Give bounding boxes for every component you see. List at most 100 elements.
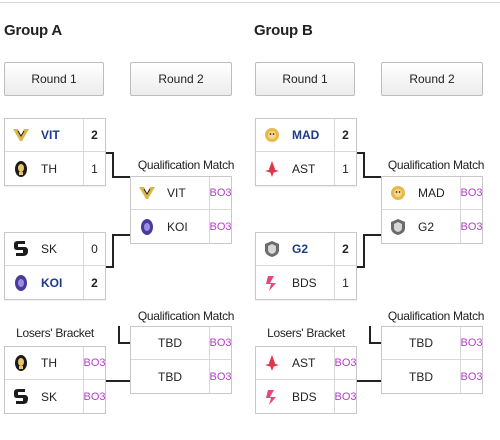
team-name: MAD bbox=[418, 186, 445, 200]
bracket-connector bbox=[112, 152, 114, 178]
group-b-losers-bracket-match[interactable]: AST BO3 BDS BO3 bbox=[255, 346, 357, 414]
team-name: TH bbox=[41, 161, 57, 176]
bracket-connector bbox=[106, 266, 114, 268]
top-divider bbox=[0, 2, 500, 3]
team-score: 1 bbox=[334, 266, 356, 299]
g2-esports-logo-icon bbox=[382, 210, 414, 243]
team-row[interactable]: TBD BO3 bbox=[382, 327, 483, 360]
team-score: 2 bbox=[334, 233, 356, 265]
team-score: 2 bbox=[334, 119, 356, 151]
team-row[interactable]: BDS BO3 bbox=[256, 380, 357, 413]
group-a-r1-match-2[interactable]: SK 0 KOI 2 bbox=[4, 232, 106, 300]
qualification-match-label: Qualification Match bbox=[137, 158, 235, 172]
team-name: AST bbox=[292, 356, 316, 370]
best-of-badge: BO3 bbox=[460, 327, 483, 359]
vitality-bee-logo-icon bbox=[5, 119, 37, 151]
team-score: 2 bbox=[83, 266, 105, 299]
bracket-connector bbox=[106, 380, 130, 382]
best-of-badge: BO3 bbox=[460, 210, 483, 243]
losers-bracket-label: Losers' Bracket bbox=[16, 326, 94, 340]
group-a-r1-match-1[interactable]: VIT 2 TH 1 bbox=[4, 118, 106, 186]
team-row[interactable]: KOI BO3 bbox=[131, 210, 232, 243]
team-bds-logo-icon bbox=[256, 380, 288, 413]
bracket-connector bbox=[369, 342, 381, 344]
team-name: G2 bbox=[418, 219, 435, 234]
team-bds-logo-icon bbox=[256, 266, 288, 299]
team-score: 0 bbox=[83, 233, 105, 265]
team-heretics-logo-icon bbox=[5, 347, 37, 379]
team-row[interactable]: MAD BO3 bbox=[382, 177, 483, 210]
group-a-qualification-match[interactable]: VIT BO3 KOI BO3 bbox=[130, 176, 232, 244]
best-of-badge: BO3 bbox=[83, 380, 106, 413]
group-b-title: Group B bbox=[254, 22, 313, 39]
best-of-badge: BO3 bbox=[460, 360, 483, 393]
team-row[interactable]: VIT BO3 bbox=[131, 177, 232, 210]
team-name: TBD bbox=[409, 369, 433, 384]
team-name: KOI bbox=[41, 275, 63, 290]
group-a-round-2-header[interactable]: Round 2 bbox=[130, 62, 232, 96]
bracket-connector bbox=[357, 152, 365, 154]
sk-gaming-logo-icon bbox=[5, 233, 37, 265]
team-row[interactable]: KOI 2 bbox=[5, 266, 105, 299]
group-b-r1-match-2[interactable]: G2 2 BDS 1 bbox=[255, 232, 357, 300]
team-row[interactable]: TBD BO3 bbox=[131, 327, 232, 360]
losers-bracket-label: Losers' Bracket bbox=[267, 326, 345, 340]
team-name: AST bbox=[292, 161, 316, 176]
team-row[interactable]: TBD BO3 bbox=[382, 360, 483, 393]
best-of-badge: BO3 bbox=[209, 210, 232, 243]
bracket-connector bbox=[112, 234, 114, 268]
best-of-badge: BO3 bbox=[209, 327, 232, 359]
team-row[interactable]: AST BO3 bbox=[256, 347, 357, 380]
bracket-connector bbox=[118, 342, 130, 344]
team-row[interactable]: G2 BO3 bbox=[382, 210, 483, 243]
team-row[interactable]: BDS 1 bbox=[256, 266, 356, 299]
team-row[interactable]: G2 2 bbox=[256, 233, 356, 266]
team-name: BDS bbox=[292, 389, 317, 404]
koi-logo-icon bbox=[5, 266, 37, 299]
qualification-match-label: Qualification Match bbox=[387, 158, 485, 172]
koi-logo-icon bbox=[131, 210, 163, 243]
group-a-losers-bracket-match[interactable]: TH BO3 SK BO3 bbox=[4, 346, 106, 414]
team-row[interactable]: TH BO3 bbox=[5, 347, 106, 380]
group-b-round-2-header[interactable]: Round 2 bbox=[381, 62, 483, 96]
team-name: G2 bbox=[292, 242, 309, 256]
team-score: 1 bbox=[83, 152, 105, 185]
astralis-logo-icon bbox=[256, 152, 288, 185]
vitality-bee-logo-icon bbox=[131, 177, 163, 209]
team-name: SK bbox=[41, 242, 58, 256]
bracket-connector bbox=[112, 234, 130, 236]
mad-lions-logo-icon bbox=[382, 177, 414, 209]
best-of-badge: BO3 bbox=[334, 380, 357, 413]
group-a-second-qualification-match[interactable]: TBD BO3 TBD BO3 bbox=[130, 326, 232, 394]
team-row[interactable]: SK 0 bbox=[5, 233, 105, 266]
group-b-round-1-header[interactable]: Round 1 bbox=[255, 62, 355, 96]
bracket-connector bbox=[363, 234, 365, 268]
group-b-qualification-match[interactable]: MAD BO3 G2 BO3 bbox=[381, 176, 483, 244]
bracket-connector bbox=[106, 152, 114, 154]
team-row[interactable]: SK BO3 bbox=[5, 380, 106, 413]
team-row[interactable]: TH 1 bbox=[5, 152, 105, 185]
group-b-r1-match-1[interactable]: MAD 2 AST 1 bbox=[255, 118, 357, 186]
qualification-match-label: Qualification Match bbox=[137, 309, 235, 323]
team-row[interactable]: MAD 2 bbox=[256, 119, 356, 152]
best-of-badge: BO3 bbox=[460, 177, 483, 209]
team-row[interactable]: AST 1 bbox=[256, 152, 356, 185]
team-row[interactable]: VIT 2 bbox=[5, 119, 105, 152]
mad-lions-logo-icon bbox=[256, 119, 288, 151]
team-name: SK bbox=[41, 389, 58, 404]
team-name: MAD bbox=[292, 128, 320, 142]
bracket-connector bbox=[369, 326, 371, 344]
astralis-logo-icon bbox=[256, 347, 288, 379]
group-b-second-qualification-match[interactable]: TBD BO3 TBD BO3 bbox=[381, 326, 483, 394]
best-of-badge: BO3 bbox=[209, 177, 232, 209]
team-name: TH bbox=[41, 356, 57, 370]
bracket-connector bbox=[112, 176, 130, 178]
group-a-round-1-header[interactable]: Round 1 bbox=[4, 62, 104, 96]
bracket-connector bbox=[363, 152, 365, 178]
team-name: KOI bbox=[167, 219, 188, 234]
team-name: VIT bbox=[41, 128, 60, 142]
team-name: VIT bbox=[167, 186, 186, 200]
bracket-connector bbox=[357, 266, 365, 268]
team-row[interactable]: TBD BO3 bbox=[131, 360, 232, 393]
g2-esports-logo-icon bbox=[256, 233, 288, 265]
